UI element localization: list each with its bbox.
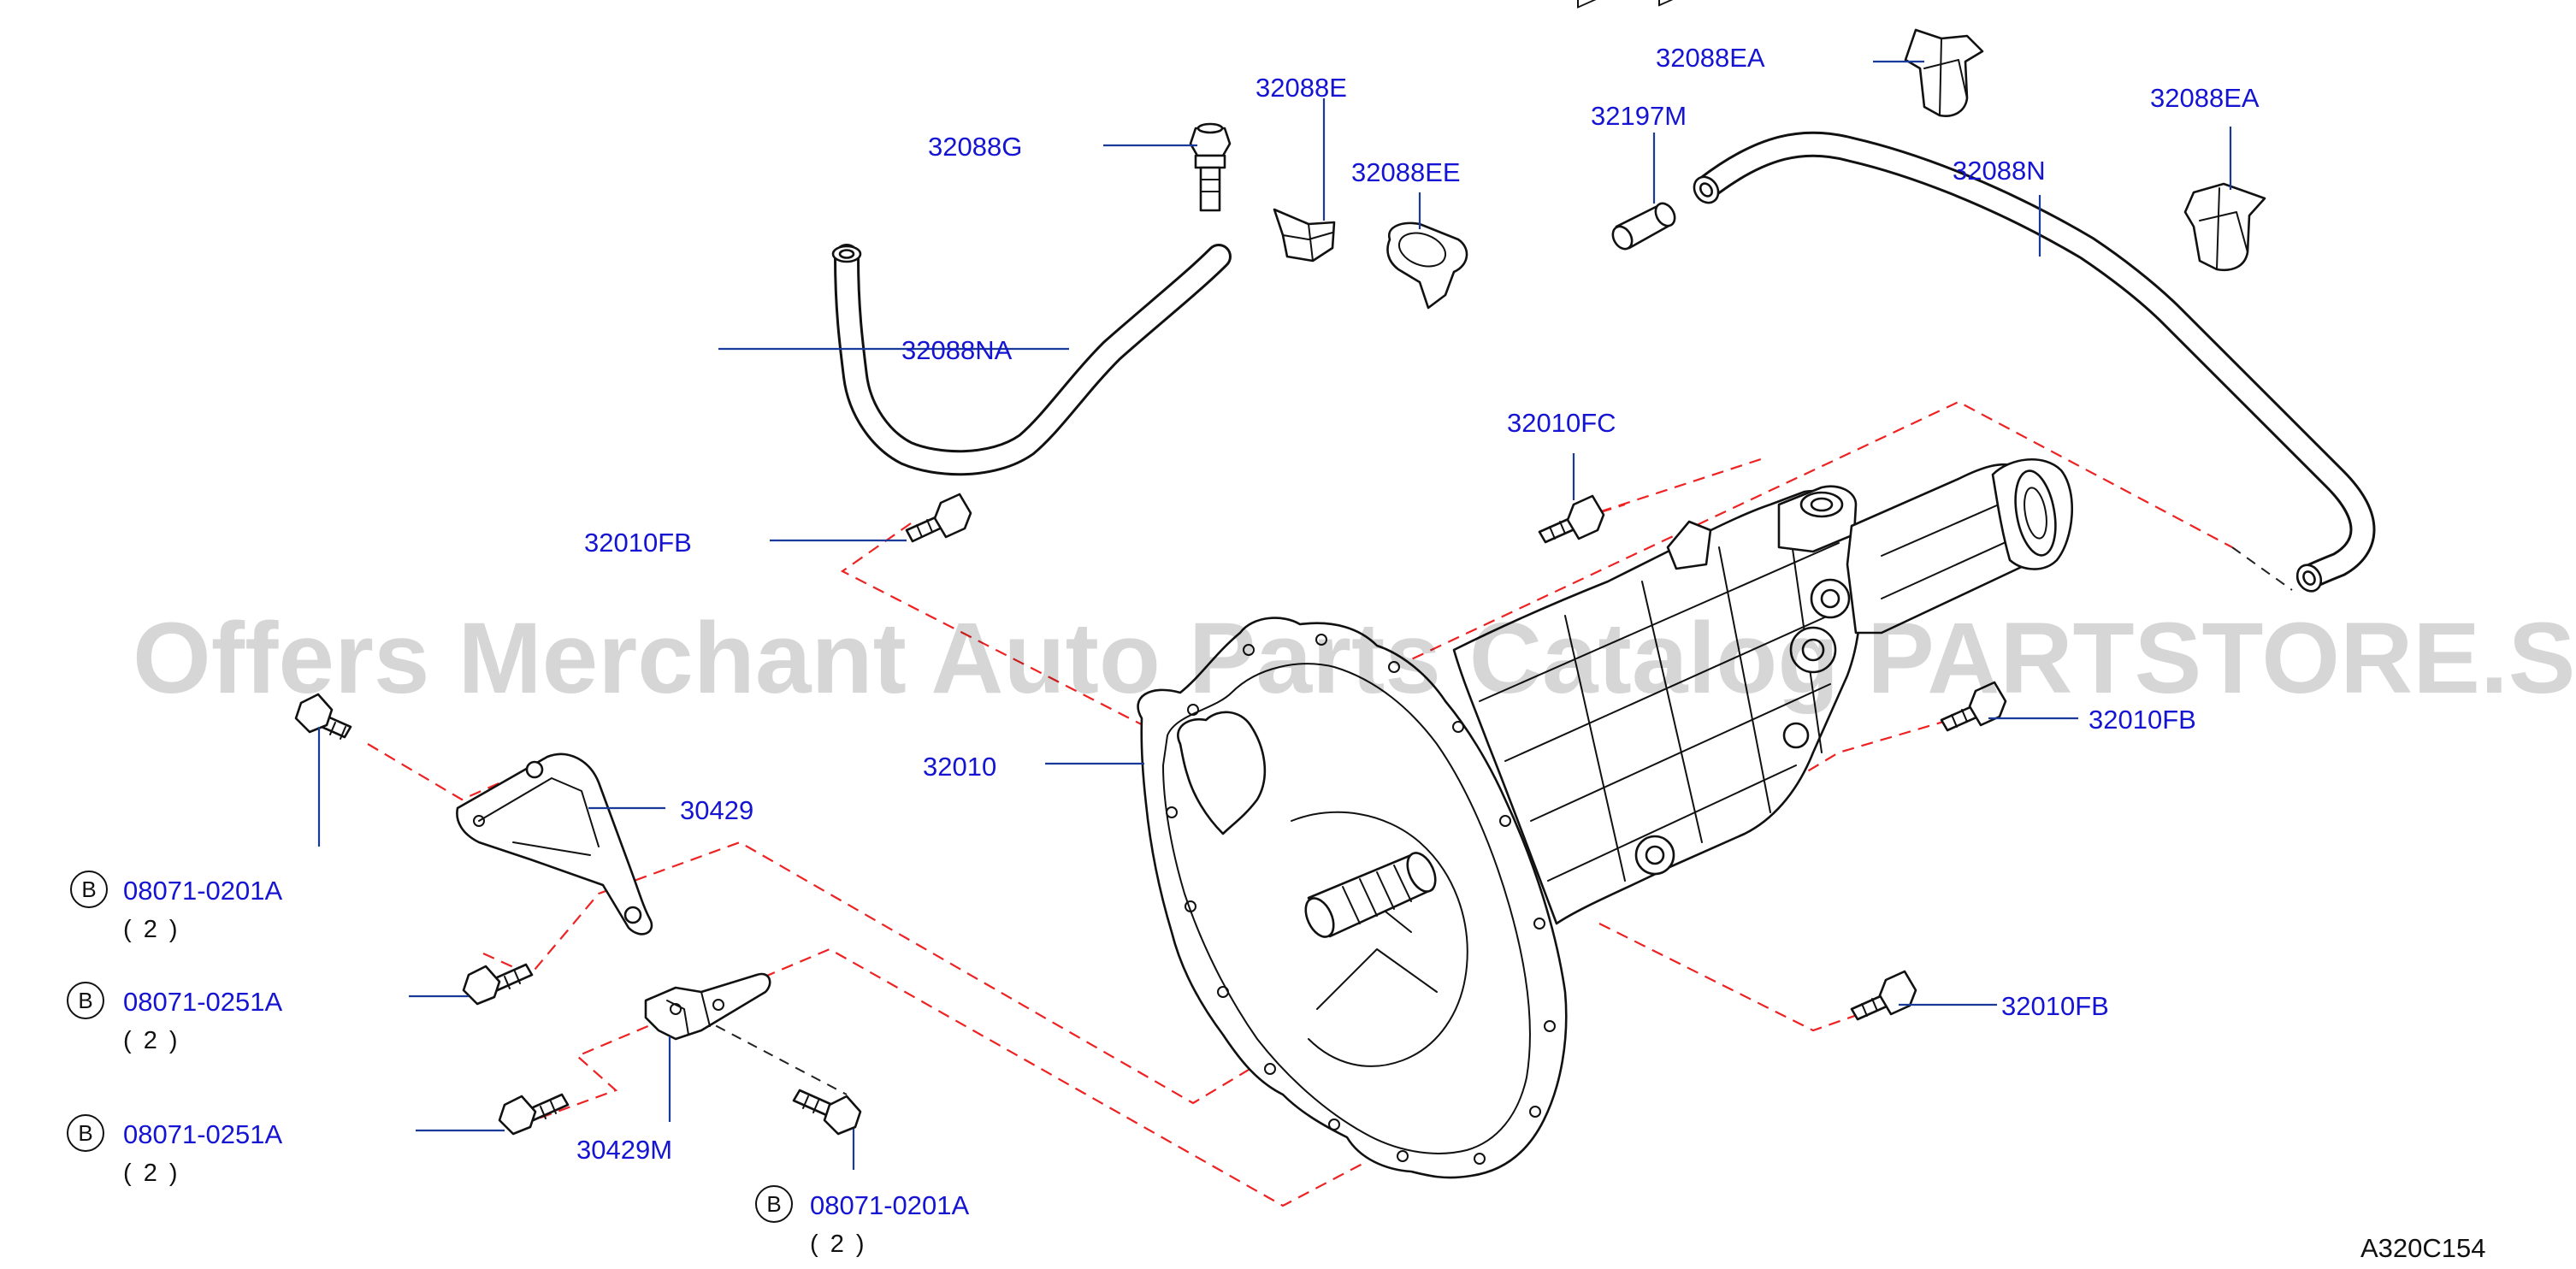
b-symbol: B [78, 1120, 92, 1146]
label-32088E: 32088E [1256, 73, 1347, 103]
connector-32197M [1611, 202, 1676, 251]
bolt-callout-3: B 08071-0251A ( 2 ) [67, 1114, 282, 1187]
case-bosses [1634, 578, 1851, 876]
label-32088NA: 32088NA [901, 335, 1013, 365]
bolt-32010FC [1538, 494, 1605, 544]
b-symbol: B [78, 988, 92, 1013]
label-32010FC: 32010FC [1507, 408, 1616, 438]
breather-bolt-32088G [1189, 122, 1232, 212]
bracket-30429 [456, 753, 653, 936]
bolt-08071-0251A-lower [498, 1093, 570, 1136]
qty-1: ( 2 ) [123, 916, 180, 943]
label-32088EE: 32088EE [1351, 157, 1461, 187]
leader-lines [317, 60, 2232, 1170]
shift-tower [1666, 485, 1858, 570]
input-shaft [1304, 852, 1437, 938]
hose-32088NA [831, 244, 1232, 476]
clip-32088EA-top [1904, 28, 1984, 117]
label-32088G: 32088G [928, 132, 1022, 162]
hose-32088N [1693, 131, 2376, 593]
label-32088EA-right: 32088EA [2150, 83, 2260, 113]
bolt-32010FB-left [905, 493, 972, 543]
label-08071-0201A-1: 08071-0201A [123, 876, 282, 906]
qty-2: ( 2 ) [123, 1027, 180, 1054]
label-08071-0201A-2: 08071-0201A [810, 1190, 969, 1220]
label-32088N: 32088N [1953, 156, 2046, 186]
label-08071-0251A-1: 08071-0251A [123, 987, 282, 1017]
bolt-callout-2: B 08071-0251A ( 2 ) [67, 982, 282, 1054]
bolt-08071-0201A-lower [792, 1089, 862, 1136]
label-08071-0251A-2: 08071-0251A [123, 1119, 282, 1149]
label-32010FB-right: 32010FB [2089, 705, 2196, 735]
case-ribs [1479, 0, 1848, 882]
b-symbol: B [81, 876, 96, 902]
label-32010FB-bottom: 32010FB [2001, 991, 2109, 1021]
clip-32088EA-right [2183, 182, 2266, 271]
bolt-32010FB-right [1940, 681, 2007, 732]
label-30429: 30429 [680, 795, 753, 825]
bolt-08071-0251A-upper [462, 963, 534, 1006]
bolt-08071-0201A-upper [294, 693, 352, 740]
label-32197M: 32197M [1591, 101, 1687, 131]
bolt-32010FB-bottom [1850, 970, 1917, 1021]
transmission-32010 [1137, 0, 2074, 1179]
clip-32088EE [1386, 221, 1468, 310]
qty-4: ( 2 ) [810, 1231, 867, 1258]
callout-labels: 32088G 32088E 32088EE 32088NA 32197M 320… [576, 43, 2260, 1165]
bolt-callout-1: B 08071-0201A ( 2 ) [70, 871, 282, 943]
diagram-code: A320C154 [2360, 1233, 2486, 1263]
b-symbol: B [766, 1191, 781, 1217]
extension-housing [1846, 458, 2074, 634]
qty-3: ( 2 ) [123, 1160, 180, 1187]
flange-bolt-holes [1166, 634, 1556, 1165]
label-32010: 32010 [923, 752, 996, 782]
label-32088EA-top: 32088EA [1656, 43, 1765, 73]
bolt-callout-4: B 08071-0201A ( 2 ) [755, 1185, 969, 1258]
bracket-30429M [644, 972, 771, 1041]
clip-32088E [1273, 208, 1336, 263]
label-32010FB-left: 32010FB [584, 528, 692, 558]
label-30429M: 30429M [576, 1135, 672, 1165]
watermark: Offers Merchant Auto Parts Catalog PARTS… [133, 602, 2576, 715]
